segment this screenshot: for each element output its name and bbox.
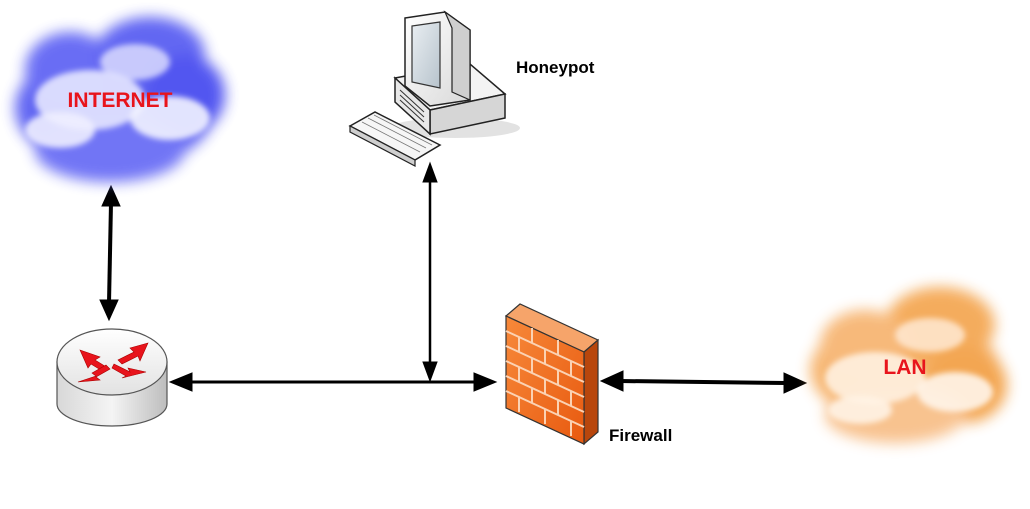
- lan-label: LAN: [883, 356, 926, 379]
- desktop-computer-icon: [348, 10, 520, 167]
- connectors: [99, 161, 808, 394]
- lan-cloud-node: LAN: [810, 287, 1007, 443]
- connector-honeypot-junction: [422, 161, 438, 383]
- connector-router-firewall: [168, 372, 498, 392]
- honeypot-node: Honeypot: [348, 10, 595, 167]
- honeypot-label: Honeypot: [516, 58, 595, 77]
- router-icon: [56, 328, 168, 427]
- internet-label: INTERNET: [68, 89, 173, 112]
- internet-cloud-node: INTERNET: [15, 17, 225, 182]
- connector-firewall-lan: [599, 370, 808, 394]
- cloud-icon: [810, 287, 1007, 443]
- cloud-icon: [15, 17, 225, 182]
- connector-internet-router: [99, 184, 121, 322]
- firewall-label: Firewall: [609, 426, 672, 445]
- router-node: [56, 328, 168, 427]
- firewall-node: Firewall: [504, 303, 672, 446]
- brick-wall-icon: [504, 303, 600, 446]
